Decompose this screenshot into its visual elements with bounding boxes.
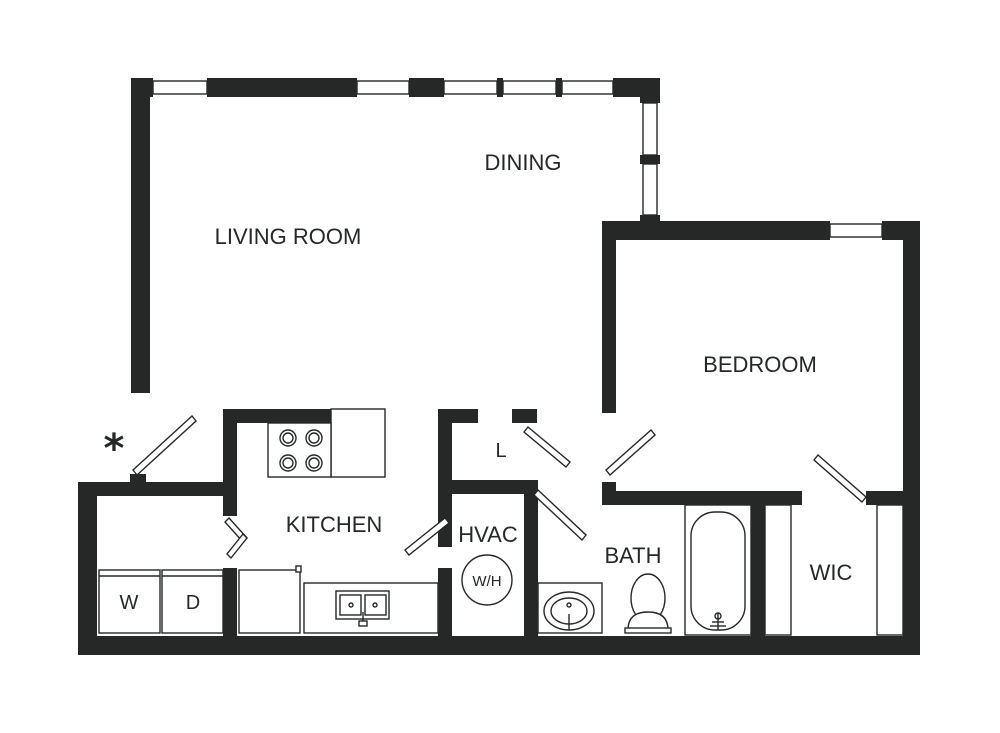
- living-room-label: LIVING ROOM: [215, 224, 362, 249]
- laundry: [98, 569, 224, 634]
- bath-label: BATH: [604, 543, 661, 568]
- exterior-walls: [78, 78, 920, 655]
- room-labels: LIVING ROOM DINING BEDROOM KITCHEN HVAC …: [104, 150, 853, 614]
- bath-fixtures: [537, 504, 752, 636]
- windows: [152, 80, 883, 238]
- dining-label: DINING: [485, 150, 562, 175]
- hvac-label: HVAC: [458, 522, 518, 547]
- linen-closet-label: L: [495, 440, 506, 462]
- water-heater: [461, 554, 513, 606]
- cooktop: [267, 422, 332, 478]
- washer-label: W: [120, 592, 139, 614]
- doors: [132, 414, 867, 560]
- water-heater-label: W/H: [472, 573, 501, 590]
- wic-shelves: [764, 504, 904, 636]
- kitchen-fixtures: [238, 408, 439, 634]
- washer: [98, 569, 161, 634]
- bedroom-label: BEDROOM: [703, 352, 817, 377]
- wic-label: WIC: [810, 560, 853, 585]
- entry-marker: *: [104, 426, 125, 472]
- vanity: [537, 582, 603, 634]
- refrigerator: [238, 569, 301, 634]
- kitchen-label: KITCHEN: [286, 512, 383, 537]
- interior-walls: [223, 409, 920, 655]
- dryer-label: D: [186, 592, 200, 614]
- dryer: [161, 569, 224, 634]
